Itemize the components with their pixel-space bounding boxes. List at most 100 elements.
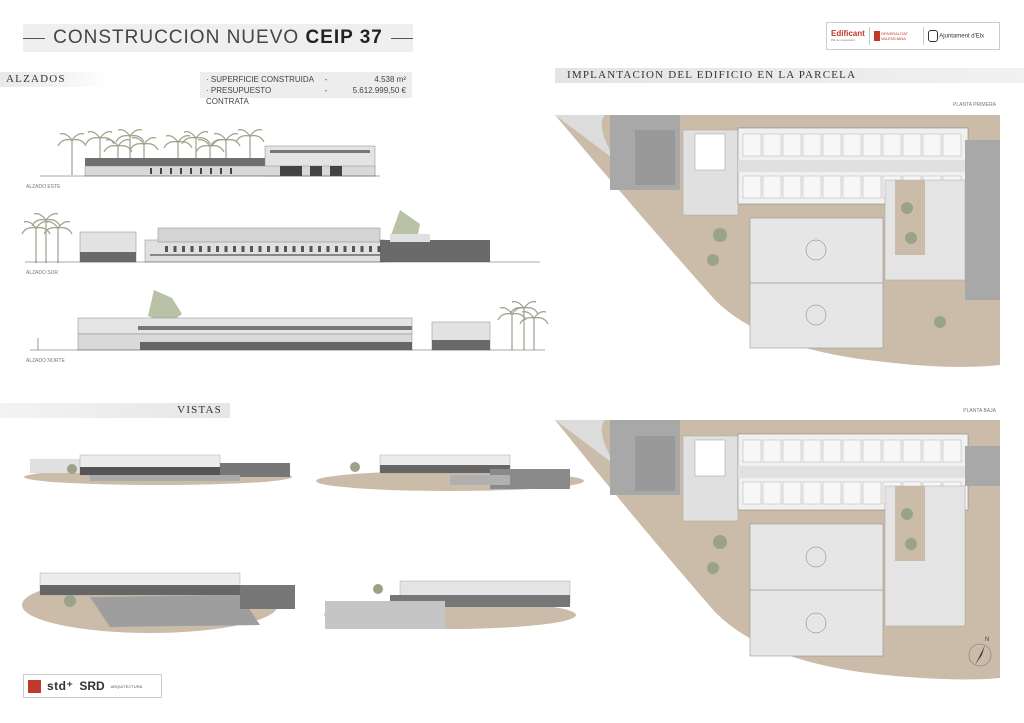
detail-rect (822, 175, 842, 199)
detail-rect (902, 133, 922, 157)
srd-logo: SRD (79, 679, 105, 693)
detail-rect (802, 439, 822, 463)
site-plans: PLANTA PRIMERA PLANTA BAJA (555, 102, 1000, 680)
title-box: CONSTRUCCION NUEVO CEIP 37 (23, 24, 413, 52)
detail-rect (782, 481, 802, 505)
views-drawing (22, 454, 584, 633)
detail-rect (882, 439, 902, 463)
edificant-sub: Pla de cooperació (831, 38, 856, 42)
north-arrow-icon: N (968, 637, 992, 667)
north-label: N (985, 637, 989, 643)
detail-rect (318, 246, 321, 252)
page-title: CONSTRUCCION NUEVO CEIP 37 (53, 27, 383, 49)
tree-norte (148, 290, 182, 324)
detail-rect (343, 246, 347, 252)
info-value-superficie: 4.538 m² (374, 75, 406, 84)
detail-rect (782, 175, 802, 199)
detail-rect (882, 133, 902, 157)
detail-rect (165, 246, 168, 252)
detail-rect (862, 439, 882, 463)
elx-crest-icon (927, 30, 938, 42)
generalitat-flag-icon (873, 31, 880, 41)
info-box: · SUPERFICIE CONSTRUIDA - 4.538 m² · PRE… (200, 72, 412, 106)
detail-rect (275, 246, 279, 252)
detail-rect (742, 133, 762, 157)
detail-rect (762, 133, 782, 157)
detail-rect (326, 246, 330, 252)
detail-rect (284, 246, 287, 252)
plan-baja-label: PLANTA BAJA (963, 408, 996, 414)
detail-rect (301, 246, 304, 252)
title-prefix: CONSTRUCCION NUEVO (53, 27, 300, 48)
detail-rect (207, 246, 211, 252)
alzado-norte: ALZADO NORTE (26, 290, 549, 364)
plan-primera: PLANTA PRIMERA (555, 102, 1000, 367)
generalitat-logo: GENERALITAT VALENCIANA (873, 31, 919, 41)
detail-rect (369, 246, 372, 252)
detail-rect (862, 481, 882, 505)
palm-trees-sur (21, 213, 73, 263)
view-render-2 (316, 454, 584, 491)
alzado-este: ALZADO ESTE (26, 129, 380, 190)
info-label-presupuesto: · PRESUPUESTO CONTRATA (206, 86, 272, 106)
detail-rect (782, 439, 802, 463)
view-render-1 (24, 454, 292, 485)
detail-rect (762, 481, 782, 505)
logos-footer: std⁺ SRD ARQUITECTURA (23, 674, 162, 698)
section-implantacion-label: IMPLANTACION DEL EDIFICIO EN LA PARCELA (567, 69, 857, 81)
detail-rect (250, 246, 253, 252)
section-vistas-label: VISTAS (177, 404, 222, 416)
detail-rect (182, 246, 185, 252)
detail-rect (802, 481, 822, 505)
edificant-logo: Edificant Pla de cooperació (831, 30, 865, 43)
title-dash-right (390, 37, 413, 39)
detail-rect (377, 246, 381, 252)
detail-rect (942, 439, 962, 463)
detail-rect (842, 175, 862, 199)
view-render-4 (324, 580, 576, 629)
detail-rect (842, 133, 862, 157)
alzado-norte-label: ALZADO NORTE (26, 358, 65, 364)
detail-rect (267, 246, 270, 252)
view-render-3 (22, 572, 295, 633)
plan-primera-label: PLANTA PRIMERA (953, 102, 997, 108)
info-sep: - (324, 86, 328, 95)
detail-rect (822, 481, 842, 505)
section-alzados-label: ALZADOS (6, 73, 66, 85)
detail-rect (190, 246, 194, 252)
alzado-sur: ALZADO SUR (21, 210, 540, 276)
detail-rect (742, 481, 762, 505)
detail-rect (942, 133, 962, 157)
generalitat-text: GENERALITAT VALENCIANA (880, 31, 909, 41)
detail-rect (258, 246, 262, 252)
elevations-drawing: ALZADO ESTE ALZADO SUR (21, 129, 549, 364)
detail-rect (902, 439, 922, 463)
studio-red-logo-icon (28, 679, 41, 693)
detail-rect (802, 175, 822, 199)
title-dash-left (23, 37, 46, 39)
detail-rect (309, 246, 313, 252)
palm-trees-norte (497, 301, 549, 350)
info-row-presupuesto: · PRESUPUESTO CONTRATA - 5.612.999,50 € (206, 85, 406, 106)
detail-rect (738, 466, 968, 478)
detail-rect (762, 175, 782, 199)
detail-rect (822, 133, 842, 157)
detail-rect (360, 246, 364, 252)
detail-rect (241, 246, 245, 252)
std-logo: std⁺ (47, 679, 74, 693)
ajuntament-logo: Ajuntament d'Elx (927, 30, 985, 42)
detail-rect (742, 175, 762, 199)
alzado-sur-label: ALZADO SUR (26, 270, 58, 276)
section-vistas: VISTAS (0, 403, 230, 418)
section-implantacion: IMPLANTACION DEL EDIFICIO EN LA PARCELA (555, 68, 1024, 83)
logos-header: Edificant Pla de cooperació GENERALITAT … (826, 22, 1000, 50)
detail-rect (173, 246, 177, 252)
detail-rect (862, 175, 882, 199)
detail-rect (199, 246, 202, 252)
ajuntament-text: Ajuntament d'Elx (939, 33, 985, 40)
detail-rect (216, 246, 219, 252)
detail-rect (352, 246, 355, 252)
detail-rect (762, 439, 782, 463)
detail-rect (862, 133, 882, 157)
plan-baja: PLANTA BAJA (555, 408, 1000, 680)
